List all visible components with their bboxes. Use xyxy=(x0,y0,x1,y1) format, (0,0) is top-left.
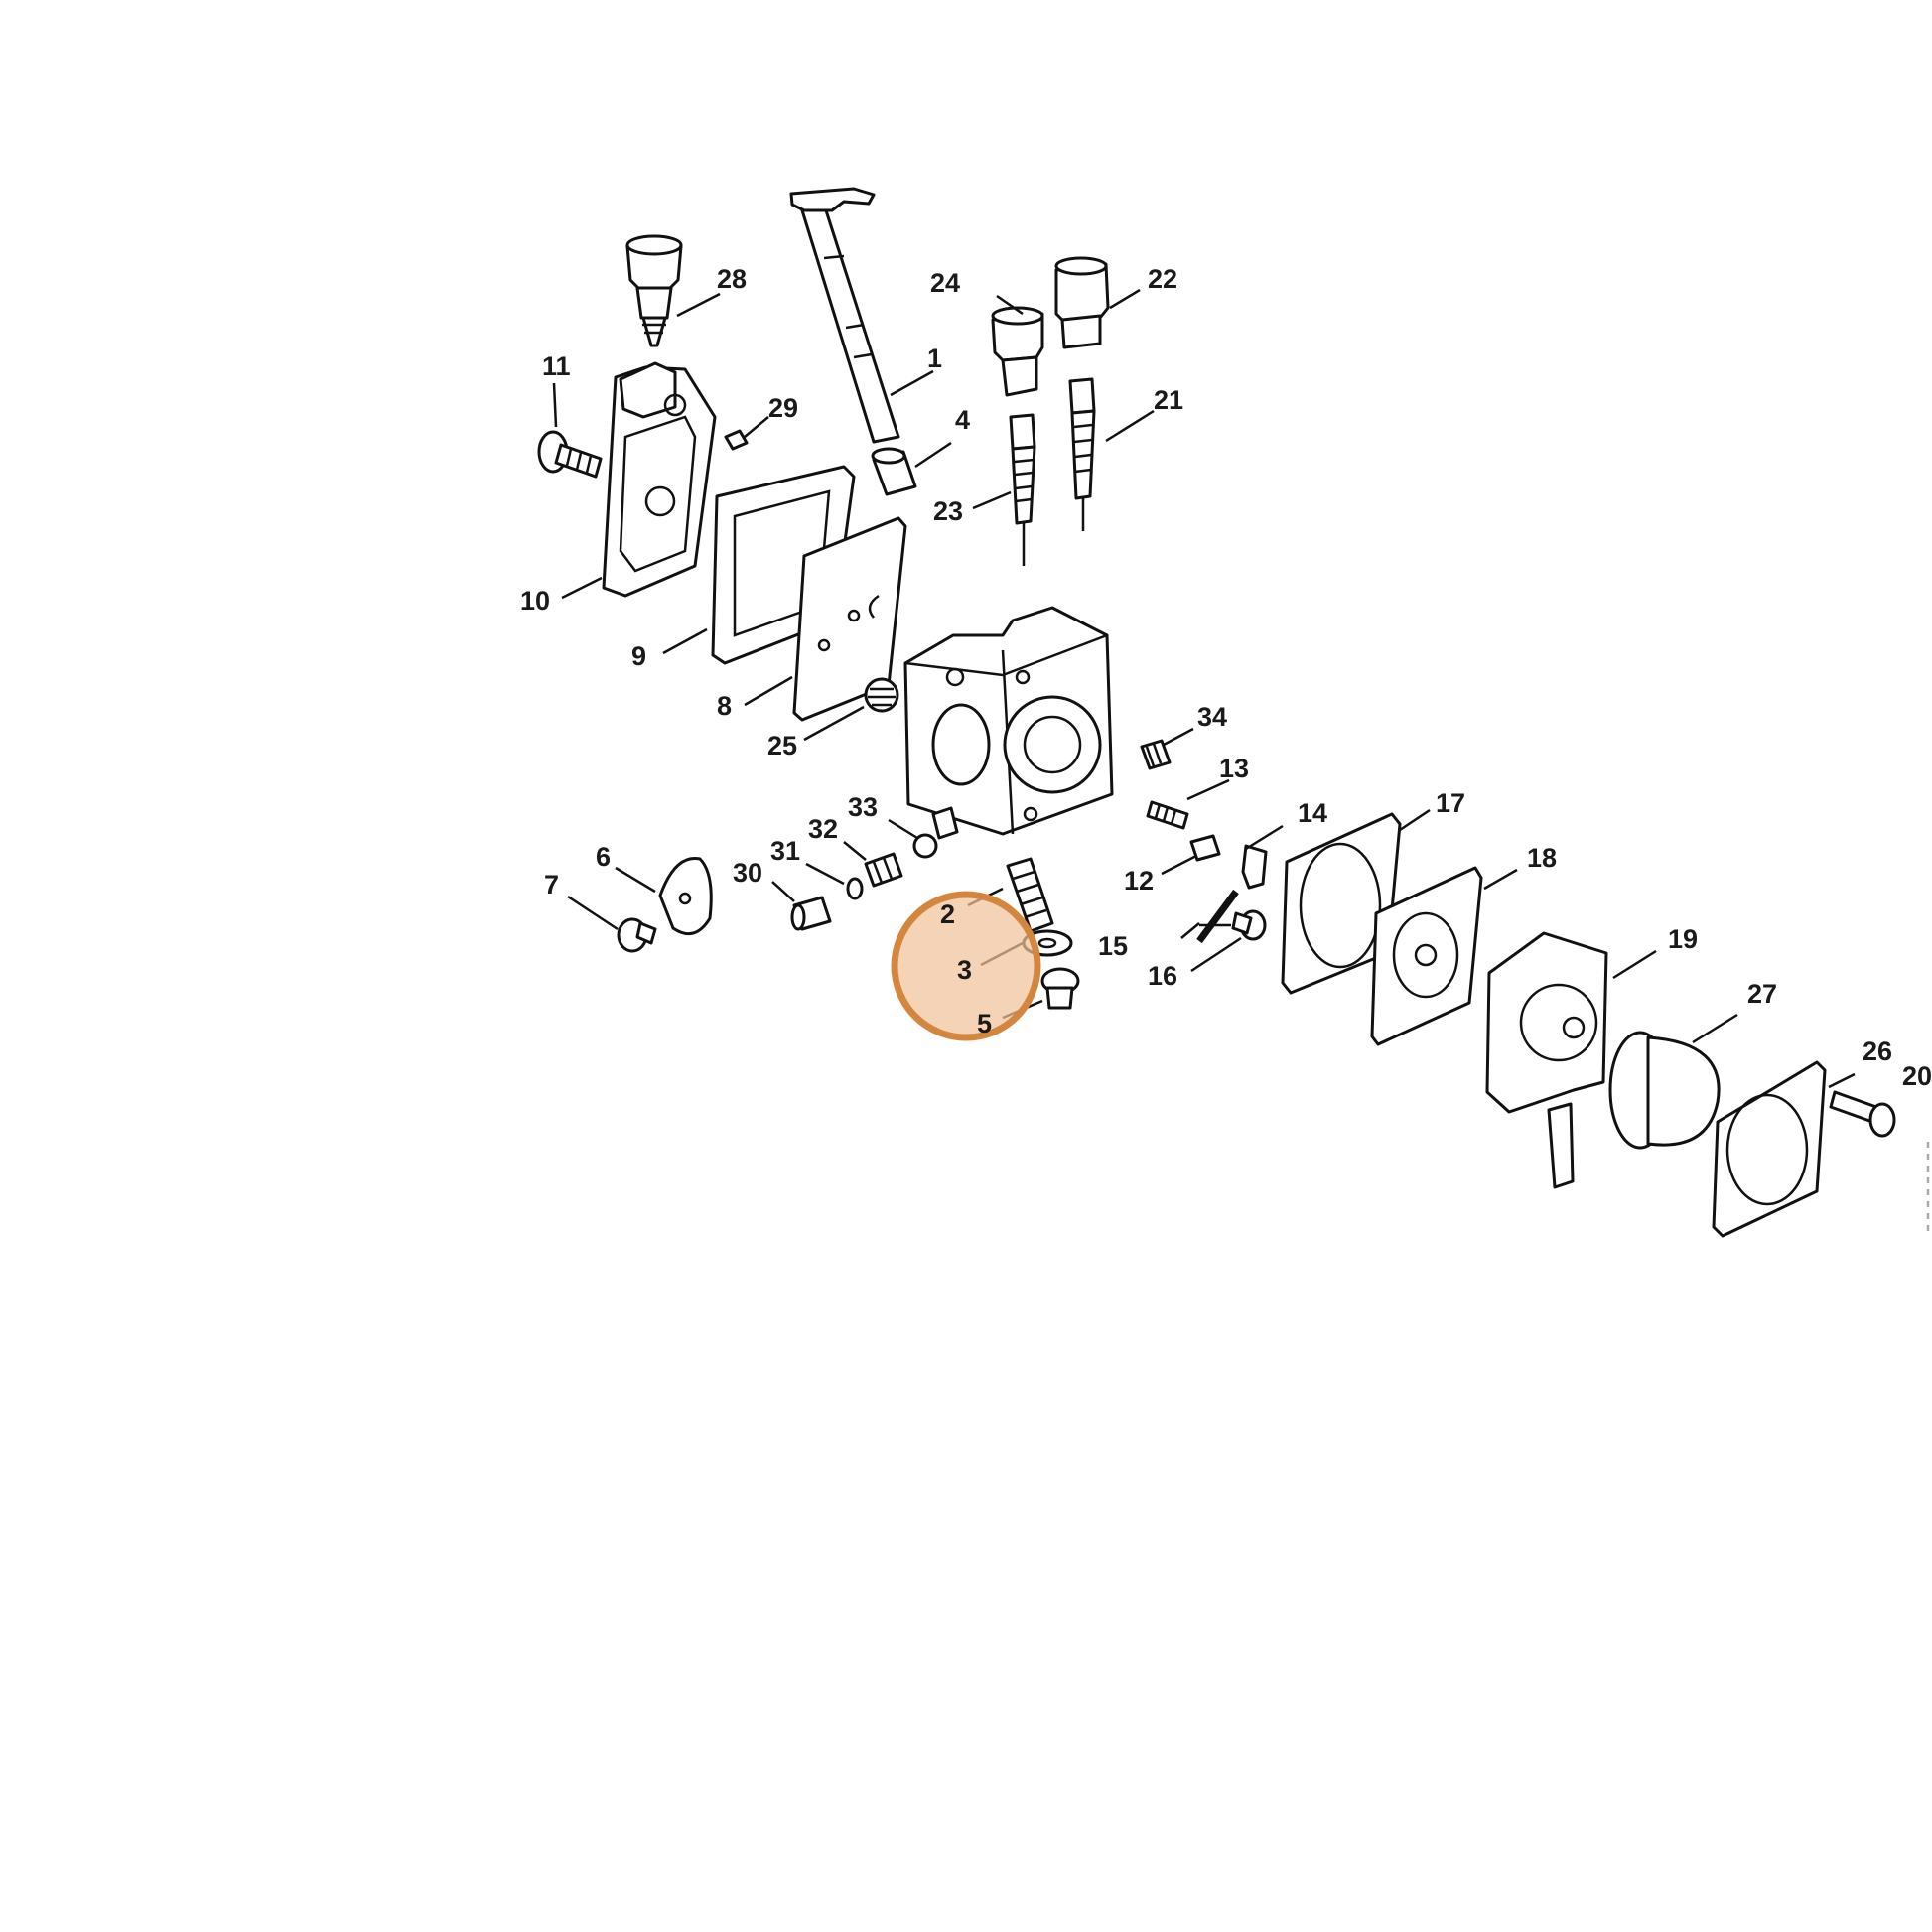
callout-12[interactable]: 12 xyxy=(1124,866,1154,896)
leader-lines xyxy=(552,288,1856,1089)
part-5-screw[interactable] xyxy=(1040,967,1080,1010)
part-17-gasket[interactable] xyxy=(1281,812,1402,995)
callout-24[interactable]: 24 xyxy=(930,268,960,298)
callout-31[interactable]: 31 xyxy=(770,836,800,866)
callout-22[interactable]: 22 xyxy=(1148,264,1177,294)
part-4-bushing[interactable] xyxy=(871,447,917,496)
callout-25[interactable]: 25 xyxy=(767,731,797,760)
part-16-screw[interactable] xyxy=(1231,909,1267,941)
callout-29[interactable]: 29 xyxy=(768,393,798,423)
part-1-throttle-shaft[interactable] xyxy=(789,187,900,444)
callout-21[interactable]: 21 xyxy=(1154,385,1183,415)
callout-26[interactable]: 26 xyxy=(1863,1036,1892,1066)
callout-2[interactable]: 2 xyxy=(940,899,955,929)
callout-20[interactable]: 20 xyxy=(1902,1061,1932,1091)
part-27-primer-bulb[interactable] xyxy=(1608,1031,1721,1150)
callout-14[interactable]: 14 xyxy=(1298,798,1327,828)
part-26-screw[interactable] xyxy=(1829,1090,1896,1138)
part-22-limiter-cap[interactable] xyxy=(1054,256,1110,349)
callout-15[interactable]: 15 xyxy=(1098,931,1128,961)
callout-3[interactable]: 3 xyxy=(957,955,972,985)
callout-17[interactable]: 17 xyxy=(1436,788,1465,818)
part-19-pump-cover[interactable] xyxy=(1485,931,1608,1189)
part-31-o-ring[interactable] xyxy=(846,877,864,900)
part-13-spring[interactable] xyxy=(1146,800,1189,830)
callout-33[interactable]: 33 xyxy=(848,792,878,822)
part-12-inlet-needle[interactable] xyxy=(1189,834,1221,862)
callout-labels: 1 2 3 4 5 6 7 8 9 10 11 12 13 14 15 16 1… xyxy=(520,264,1932,1091)
callout-4[interactable]: 4 xyxy=(955,405,970,435)
callout-1[interactable]: 1 xyxy=(927,344,942,373)
part-6-cover-plate[interactable] xyxy=(658,856,713,936)
callout-32[interactable]: 32 xyxy=(808,814,838,844)
callout-16[interactable]: 16 xyxy=(1148,961,1177,991)
part-14-control-lever[interactable] xyxy=(1241,844,1268,890)
callout-34[interactable]: 34 xyxy=(1197,702,1227,732)
callout-13[interactable]: 13 xyxy=(1219,754,1249,783)
callout-28[interactable]: 28 xyxy=(717,264,747,294)
carburetor-body[interactable] xyxy=(903,606,1114,840)
part-15-spindle[interactable] xyxy=(1196,889,1239,944)
callout-6[interactable]: 6 xyxy=(596,842,611,872)
part-flange-plate[interactable] xyxy=(1712,1060,1827,1238)
part-7-screw[interactable] xyxy=(617,917,657,953)
callout-8[interactable]: 8 xyxy=(717,691,732,721)
callout-11[interactable]: 11 xyxy=(542,351,571,381)
callout-5[interactable]: 5 xyxy=(977,1009,992,1038)
callout-30[interactable]: 30 xyxy=(733,858,762,888)
part-23-adjusting-screw[interactable] xyxy=(1009,413,1036,566)
part-33-screen[interactable] xyxy=(912,833,938,859)
part-30-valve-cylinder[interactable] xyxy=(790,896,832,931)
callout-23[interactable]: 23 xyxy=(933,496,963,526)
part-2-spring[interactable] xyxy=(1006,857,1054,933)
part-21-adjusting-screw[interactable] xyxy=(1068,377,1096,531)
callout-19[interactable]: 19 xyxy=(1668,924,1698,954)
part-18-pump-diaphragm[interactable] xyxy=(1370,866,1483,1046)
part-34-spring[interactable] xyxy=(1140,739,1172,770)
callout-9[interactable]: 9 xyxy=(631,641,646,671)
part-28-limiter-cap[interactable] xyxy=(625,234,683,347)
part-24-limiter-cap[interactable] xyxy=(991,306,1044,397)
selected-part-highlight xyxy=(891,891,1041,1041)
callout-7[interactable]: 7 xyxy=(544,870,559,899)
callout-10[interactable]: 10 xyxy=(520,586,550,616)
callout-18[interactable]: 18 xyxy=(1527,843,1557,873)
part-32-spring[interactable] xyxy=(864,852,903,888)
part-10-pump-cover[interactable] xyxy=(602,361,717,598)
part-25-fuel-screen[interactable] xyxy=(864,677,899,713)
part-11-screw[interactable] xyxy=(537,430,603,479)
part-29-pin[interactable] xyxy=(724,429,749,451)
callout-27[interactable]: 27 xyxy=(1747,979,1777,1009)
